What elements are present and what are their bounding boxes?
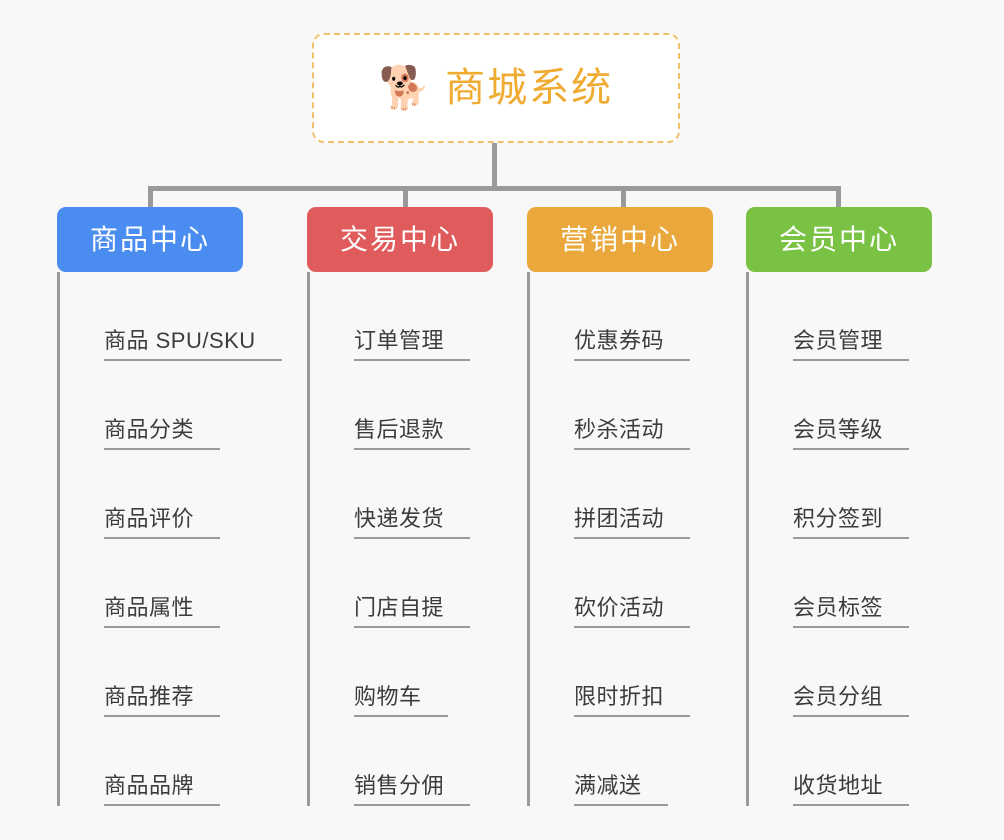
leaf-item-label: 售后退款 bbox=[354, 417, 471, 450]
leaf-item[interactable]: 订单管理 bbox=[326, 272, 521, 361]
leaf-item-label: 砍价活动 bbox=[574, 595, 691, 628]
leaf-item-label: 商品分类 bbox=[104, 417, 221, 450]
leaf-item-label: 商品 SPU/SKU bbox=[104, 328, 282, 361]
leaf-item-label: 商品品牌 bbox=[104, 773, 221, 806]
leaf-item[interactable]: 会员分组 bbox=[765, 628, 960, 717]
category-box-product-center[interactable]: 商品中心 bbox=[57, 207, 243, 272]
leaf-item[interactable]: 限时折扣 bbox=[546, 628, 741, 717]
leaf-item-label: 会员分组 bbox=[793, 684, 910, 717]
leaf-item-label: 秒杀活动 bbox=[574, 417, 691, 450]
leaf-item[interactable]: 门店自提 bbox=[326, 539, 521, 628]
leaf-item-label: 商品属性 bbox=[104, 595, 221, 628]
leaf-item[interactable]: 销售分佣 bbox=[326, 717, 521, 806]
leaf-item[interactable]: 购物车 bbox=[326, 628, 521, 717]
column-marketing-center: 营销中心优惠券码秒杀活动拼团活动砍价活动限时折扣满减送 bbox=[527, 207, 757, 806]
leaf-item[interactable]: 快递发货 bbox=[326, 450, 521, 539]
leaf-item-label: 快递发货 bbox=[354, 506, 471, 539]
leaf-item-label: 门店自提 bbox=[354, 595, 471, 628]
root-node-title: 商城系统 bbox=[445, 66, 614, 110]
connector-horizontal-bus bbox=[148, 186, 841, 191]
leaf-item[interactable]: 积分签到 bbox=[765, 450, 960, 539]
connector-root-stem bbox=[492, 143, 497, 189]
column-product-center: 商品中心商品 SPU/SKU 商品分类商品评价商品属性商品推荐商品品牌 bbox=[57, 207, 287, 806]
category-label-trade-center: 交易中心 bbox=[339, 223, 460, 255]
leaf-item-label: 会员标签 bbox=[793, 595, 910, 628]
leaf-list-marketing-center: 优惠券码秒杀活动拼团活动砍价活动限时折扣满减送 bbox=[527, 272, 741, 806]
category-box-marketing-center[interactable]: 营销中心 bbox=[527, 207, 713, 272]
connector-drop-product-center bbox=[148, 186, 153, 208]
category-box-member-center[interactable]: 会员中心 bbox=[746, 207, 932, 272]
leaf-item[interactable]: 拼团活动 bbox=[546, 450, 741, 539]
leaf-item[interactable]: 商品推荐 bbox=[76, 628, 271, 717]
leaf-item-label: 收货地址 bbox=[793, 773, 910, 806]
column-member-center: 会员中心会员管理会员等级积分签到会员标签会员分组收货地址 bbox=[746, 207, 976, 806]
leaf-item[interactable]: 商品 SPU/SKU bbox=[76, 272, 282, 361]
leaf-item[interactable]: 秒杀活动 bbox=[546, 361, 741, 450]
leaf-item[interactable]: 会员管理 bbox=[765, 272, 960, 361]
leaf-item-label: 限时折扣 bbox=[574, 684, 691, 717]
root-node-mall-system[interactable]: 🐕 商城系统 bbox=[312, 33, 680, 143]
leaf-item[interactable]: 会员标签 bbox=[765, 539, 960, 628]
leaf-item-label: 商品评价 bbox=[104, 506, 221, 539]
leaf-item-label: 购物车 bbox=[354, 684, 448, 717]
leaf-item[interactable]: 商品评价 bbox=[76, 450, 271, 539]
category-label-product-center: 商品中心 bbox=[89, 223, 210, 255]
leaf-item[interactable]: 商品品牌 bbox=[76, 717, 271, 806]
leaf-item-label: 拼团活动 bbox=[574, 506, 691, 539]
leaf-item[interactable]: 会员等级 bbox=[765, 361, 960, 450]
leaf-item-label: 商品推荐 bbox=[104, 684, 221, 717]
category-label-marketing-center: 营销中心 bbox=[559, 223, 680, 255]
leaf-item[interactable]: 砍价活动 bbox=[546, 539, 741, 628]
connector-drop-trade-center bbox=[403, 186, 408, 208]
column-trade-center: 交易中心订单管理售后退款快递发货门店自提购物车销售分佣 bbox=[307, 207, 537, 806]
leaf-item[interactable]: 商品分类 bbox=[76, 361, 271, 450]
leaf-item[interactable]: 收货地址 bbox=[765, 717, 960, 806]
category-label-member-center: 会员中心 bbox=[778, 223, 899, 255]
shiba-dog-face-icon: 🐕 bbox=[378, 64, 432, 111]
leaf-item-label: 优惠券码 bbox=[574, 328, 691, 361]
leaf-list-product-center: 商品 SPU/SKU 商品分类商品评价商品属性商品推荐商品品牌 bbox=[57, 272, 282, 806]
leaf-item-label: 会员等级 bbox=[793, 417, 910, 450]
leaf-item[interactable]: 商品属性 bbox=[76, 539, 271, 628]
leaf-list-member-center: 会员管理会员等级积分签到会员标签会员分组收货地址 bbox=[746, 272, 960, 806]
leaf-item-label: 满减送 bbox=[574, 773, 668, 806]
connector-drop-member-center bbox=[836, 186, 841, 208]
leaf-item-label: 会员管理 bbox=[793, 328, 910, 361]
leaf-item-label: 订单管理 bbox=[354, 328, 471, 361]
leaf-item-label: 积分签到 bbox=[793, 506, 910, 539]
leaf-item[interactable]: 优惠券码 bbox=[546, 272, 741, 361]
leaf-item[interactable]: 满减送 bbox=[546, 717, 741, 806]
connector-drop-marketing-center bbox=[621, 186, 626, 208]
leaf-item-label: 销售分佣 bbox=[354, 773, 471, 806]
leaf-list-trade-center: 订单管理售后退款快递发货门店自提购物车销售分佣 bbox=[307, 272, 521, 806]
category-box-trade-center[interactable]: 交易中心 bbox=[307, 207, 493, 272]
leaf-item[interactable]: 售后退款 bbox=[326, 361, 521, 450]
